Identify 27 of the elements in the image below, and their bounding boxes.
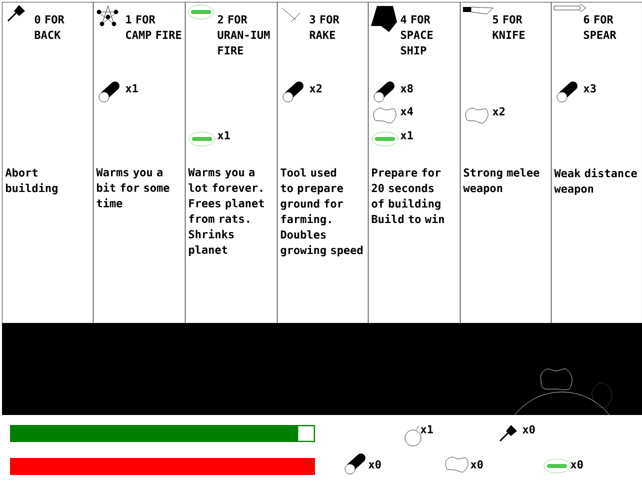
cost-count: x3 [584, 84, 596, 93]
option-heading: 4 FOR SPACE SHIP [400, 15, 433, 55]
option-description: Abort building [5, 168, 58, 194]
inventory-count: x0 [570, 460, 583, 469]
cost-count: x1 [400, 131, 413, 140]
option-heading: 6 FOR SPEAR [584, 15, 616, 40]
inventory-count: x0 [368, 460, 381, 469]
option-description: Warms you a bit for some time [96, 168, 170, 208]
option-description: Warms you a lot forever. Frees planet from rats. Shrinks planet [188, 168, 264, 256]
option-description: Weak distance weapon [554, 168, 637, 195]
cost-count: x1 [126, 84, 138, 92]
option-heading: 5 FOR KNIFE [492, 15, 525, 39]
option-heading: 2 FOR URAN-IUM FIRE [218, 15, 270, 54]
cost-count: x8 [400, 84, 413, 93]
option-heading: 0 FOR BACK [34, 15, 64, 40]
cost-count: x2 [492, 107, 505, 116]
option-heading: 1 FOR CAMP FIRE [126, 15, 182, 40]
option-description: Tool used to prepare ground for farming. Doubles growing speed [280, 168, 363, 256]
inventory-count: x1 [420, 425, 433, 434]
cost-count: x4 [400, 107, 413, 116]
inventory-count: x0 [470, 460, 483, 469]
cost-count: x1 [218, 131, 230, 140]
cost-count: x2 [310, 84, 322, 92]
option-description: Prepare for 20 seconds of building Build to win [372, 168, 444, 224]
option-heading: 3 FOR RAKE [310, 15, 340, 39]
option-description: Strong melee weapon [463, 168, 540, 194]
inventory-count: x0 [522, 425, 535, 434]
